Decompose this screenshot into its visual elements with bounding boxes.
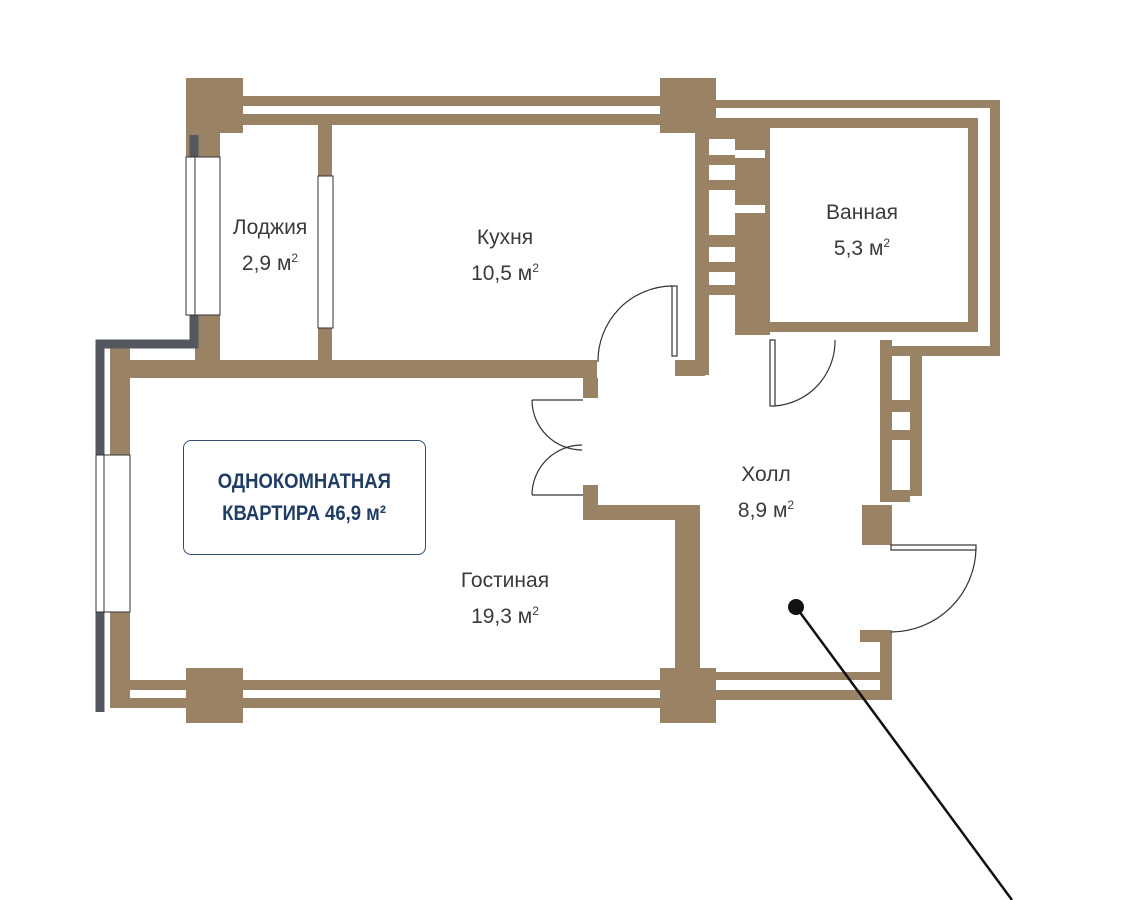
apartment-total-area: КВАРТИРА 46,9 м² — [222, 501, 387, 525]
room-name: Ванная — [826, 201, 898, 224]
unit-superscript: 2 — [291, 251, 299, 265]
unit-superscript: 2 — [787, 498, 795, 512]
location-marker — [788, 599, 1014, 900]
apartment-type: ОДНОКОМНАТНАЯ — [217, 469, 392, 493]
room-area: 10,5 м — [471, 262, 533, 285]
room-name: Кухня — [476, 226, 534, 249]
room-living: Гостиная 19,3 м2 — [461, 566, 549, 632]
room-kitchen: Кухня 10,5 м2 — [471, 223, 539, 289]
unit-superscript: 2 — [883, 236, 891, 250]
room-name: Гостиная — [460, 569, 550, 592]
room-loggia: Лоджия 2,9 м2 — [233, 213, 307, 279]
unit-superscript: 2 — [532, 604, 539, 618]
room-area: 2,9 м — [241, 252, 292, 275]
apartment-info-box: ОДНОКОМНАТНАЯ КВАРТИРА 46,9 м² — [183, 440, 426, 555]
room-area: 5,3 м — [833, 237, 884, 260]
room-name: Холл — [741, 463, 791, 486]
room-bathroom: Ванная 5,3 м2 — [826, 198, 898, 264]
unit-superscript: 2 — [532, 261, 539, 275]
walls — [110, 78, 1000, 723]
room-area: 8,9 м — [737, 499, 788, 522]
room-area: 19,3 м — [471, 605, 533, 628]
windows — [95, 156, 334, 613]
doors — [531, 285, 977, 633]
room-name: Лоджия — [232, 216, 308, 239]
room-hall: Холл 8,9 м2 — [738, 460, 794, 526]
